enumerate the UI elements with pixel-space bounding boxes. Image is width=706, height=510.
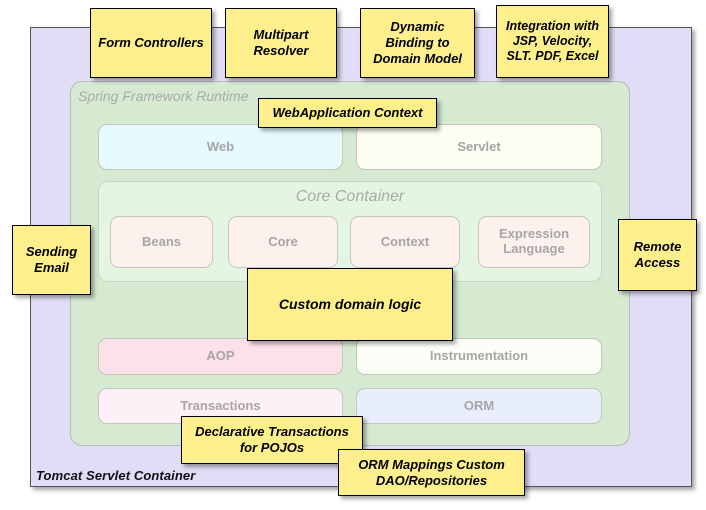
note-multipart-resolver-text: Multipart Resolver	[253, 27, 309, 58]
core-container-title: Core Container	[295, 188, 405, 205]
note-declarative-transactions[interactable]: Declarative Transactions for POJOs	[181, 416, 363, 464]
module-instrumentation-label: Instrumentation	[429, 348, 529, 364]
note-orm-mappings-text: ORM Mappings Custom DAO/Repositories	[358, 456, 505, 488]
note-webapplication-context-text: WebApplication Context	[272, 105, 423, 121]
module-orm[interactable]: ORM	[356, 388, 602, 424]
module-servlet[interactable]: Servlet	[356, 124, 602, 170]
note-integration[interactable]: Integration with JSP, Velocity, SLT. PDF…	[496, 5, 609, 78]
module-aop-label: AOP	[206, 348, 235, 364]
module-aop[interactable]: AOP	[98, 338, 343, 375]
module-web-label: Web	[206, 138, 235, 154]
module-core[interactable]: Core	[228, 216, 338, 268]
note-dynamic-binding[interactable]: Dynamic Binding to Domain Model	[360, 8, 475, 78]
note-form-controllers-text: Form Controllers	[98, 35, 204, 51]
module-beans[interactable]: Beans	[110, 216, 213, 268]
module-instrumentation[interactable]: Instrumentation	[356, 338, 602, 375]
tomcat-servlet-container-label: Tomcat Servlet Container	[36, 468, 196, 483]
note-remote-access-text: Remote Access	[633, 239, 682, 270]
module-context-label: Context	[380, 233, 430, 249]
module-expression-language-label: Expression Language	[498, 226, 570, 256]
note-remote-access[interactable]: Remote Access	[618, 219, 697, 291]
note-declarative-transactions-text: Declarative Transactions for POJOs	[195, 424, 349, 455]
note-form-controllers[interactable]: Form Controllers	[90, 8, 212, 78]
note-multipart-resolver[interactable]: Multipart Resolver	[225, 8, 337, 78]
module-servlet-label: Servlet	[457, 138, 501, 154]
module-orm-label: ORM	[463, 397, 495, 413]
module-expression-language[interactable]: Expression Language	[478, 216, 590, 268]
note-sending-email[interactable]: Sending Email	[12, 225, 91, 295]
module-core-label: Core	[268, 233, 298, 249]
note-webapplication-context[interactable]: WebApplication Context	[258, 98, 437, 128]
note-dynamic-binding-text: Dynamic Binding to Domain Model	[373, 19, 462, 66]
spring-framework-runtime-label: Spring Framework Runtime	[78, 88, 249, 104]
note-sending-email-text: Sending Email	[25, 244, 78, 275]
note-custom-domain-logic-text: Custom domain logic	[278, 295, 422, 312]
note-custom-domain-logic[interactable]: Custom domain logic	[247, 268, 453, 341]
module-context[interactable]: Context	[350, 216, 460, 268]
module-beans-label: Beans	[141, 233, 182, 249]
module-web[interactable]: Web	[98, 124, 343, 170]
note-integration-text: Integration with JSP, Velocity, SLT. PDF…	[505, 18, 600, 64]
module-transactions-label: Transactions	[180, 397, 261, 413]
note-orm-mappings[interactable]: ORM Mappings Custom DAO/Repositories	[338, 449, 525, 496]
